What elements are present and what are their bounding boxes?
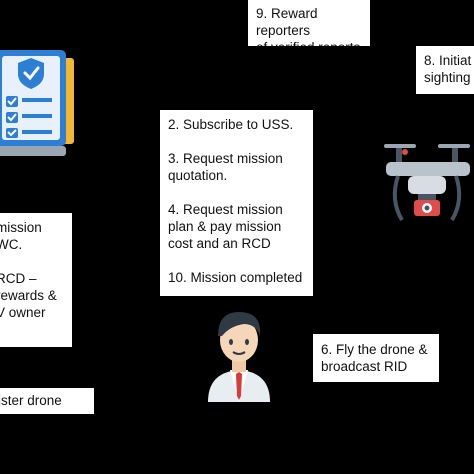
drone-operator-person-icon bbox=[208, 312, 270, 402]
step-6-fly-drone-box: 6. Fly the drone & broadcast RID bbox=[313, 334, 439, 382]
left-step-rcd-text: RCD – rewards & V owner bbox=[0, 271, 57, 320]
left-step-mission-text: mission WC. bbox=[0, 220, 42, 252]
step-10-text: 10. Mission completed bbox=[168, 270, 303, 285]
document-checklist-icon bbox=[0, 50, 74, 156]
drone-icon bbox=[384, 144, 470, 222]
step-6-text: 6. Fly the drone & broadcast RID bbox=[321, 342, 428, 374]
step-4-text: 4. Request mission plan & pay mission co… bbox=[168, 202, 283, 251]
left-steps-box: mission WC. RCD – rewards & V owner bbox=[0, 213, 72, 347]
step-9-text: 9. Reward reporters of verified reports bbox=[256, 6, 360, 46]
step-9-reward-reporters-box: 9. Reward reporters of verified reports bbox=[248, 0, 370, 46]
step-3-text: 3. Request mission quotation. bbox=[168, 151, 283, 183]
step-8-text: 8. Initiat sighting bbox=[424, 53, 472, 85]
center-steps-box: 2. Subscribe to USS. 3. Request mission … bbox=[160, 110, 313, 296]
step-2-text: 2. Subscribe to USS. bbox=[168, 117, 294, 132]
step-8-initiate-sighting-box: 8. Initiat sighting bbox=[416, 46, 474, 94]
step-1-register-drone-box: ister drone bbox=[0, 388, 94, 414]
step-1-text: ister drone bbox=[0, 393, 62, 408]
